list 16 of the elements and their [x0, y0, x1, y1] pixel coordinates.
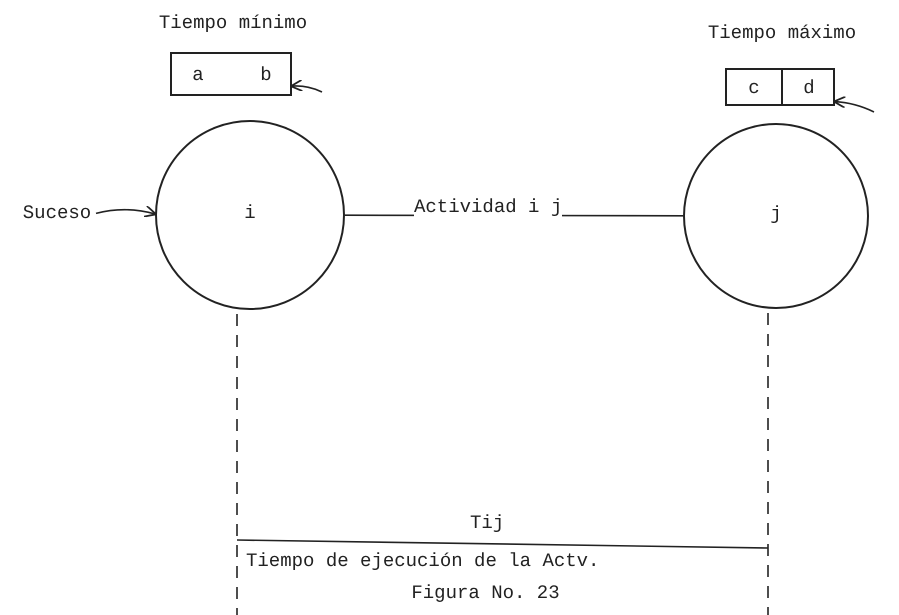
arrow: [290, 79, 322, 93]
dimension-label: Tij: [470, 512, 504, 534]
time-value: c: [727, 70, 781, 106]
event-circle: i: [155, 120, 345, 310]
annotation-text: Suceso: [18, 200, 96, 226]
edge-label: Actividad i j: [414, 196, 562, 218]
time-value: d: [781, 70, 835, 106]
arrow: [833, 96, 874, 113]
dimension-caption: Tiempo de ejecución de la Actv.: [246, 550, 600, 572]
arrow: [96, 205, 157, 218]
box-title: Tiempo máximo: [706, 22, 858, 44]
box-title: Tiempo mínimo: [158, 12, 308, 34]
figure-caption: Figura No. 23: [410, 582, 561, 604]
event-circle: j: [683, 123, 869, 309]
time-value: b: [246, 58, 286, 92]
time-value: a: [178, 58, 218, 92]
